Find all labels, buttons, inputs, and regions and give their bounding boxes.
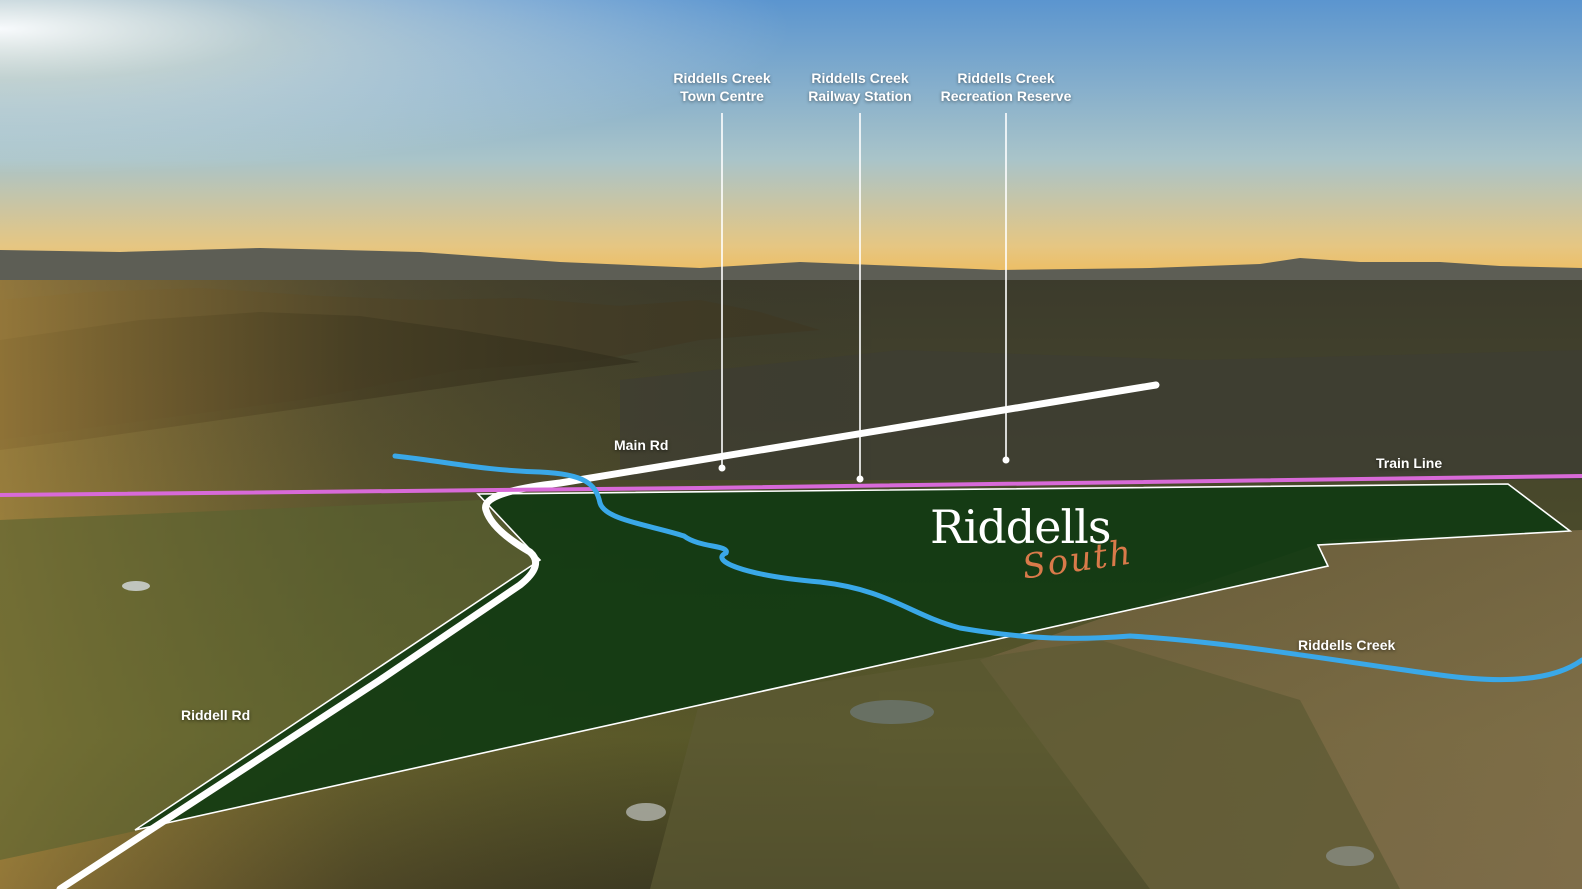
poi-town-centre-label: Riddells Creek Town Centre	[632, 69, 812, 105]
poi-recreation-reserve-line1: Riddells Creek	[957, 70, 1055, 86]
poi-railway-station-label: Riddells Creek Railway Station	[770, 69, 950, 105]
riddells-creek-label: Riddells Creek	[1298, 637, 1396, 653]
poi-recreation-reserve-line2: Recreation Reserve	[940, 88, 1072, 104]
poi-recreation-reserve-label: Riddells Creek Recreation Reserve	[916, 69, 1096, 105]
main-rd-label: Main Rd	[614, 437, 669, 453]
brand-name: Riddells	[930, 500, 1111, 554]
riddell-rd-label: Riddell Rd	[181, 707, 251, 723]
train-line-label: Train Line	[1376, 455, 1443, 471]
poi-railway-station-line2: Railway Station	[808, 88, 912, 104]
riddells-south-logo: Riddells South	[930, 500, 1150, 600]
poi-town-centre-line1: Riddells Creek	[673, 70, 771, 86]
poi-railway-station-line1: Riddells Creek	[811, 70, 909, 86]
poi-town-centre-line2: Town Centre	[680, 88, 764, 104]
